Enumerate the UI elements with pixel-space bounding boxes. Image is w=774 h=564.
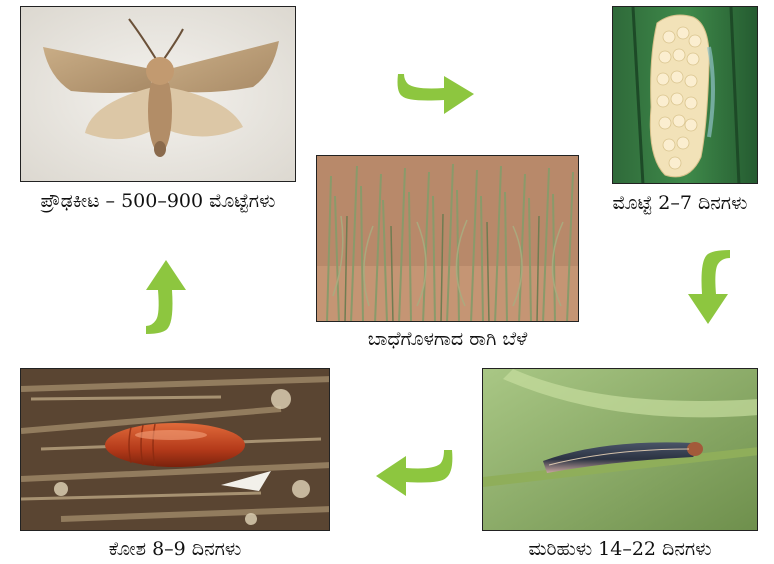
arrow-egg-to-larva	[682, 246, 734, 326]
moth-image	[21, 7, 296, 182]
arrow-adult-to-egg	[394, 70, 476, 120]
arrow-pupa-to-adult	[142, 258, 194, 338]
larva-image	[483, 369, 758, 531]
damaged-crop-photo	[316, 155, 579, 322]
curved-arrow-icon	[374, 446, 456, 500]
pupa-stage-label: ಕೋಶ 8–9 ದಿನಗಳು	[20, 538, 330, 560]
larva-stage-label: ಮರಿಹುಳು 14–22 ದಿನಗಳು	[472, 538, 768, 560]
arrow-larva-to-pupa	[374, 446, 456, 500]
curved-arrow-icon	[142, 258, 194, 338]
eggs-image	[613, 7, 758, 184]
damaged-crop-label: ಬಾಧೆಗೊಳಗಾದ ರಾಗಿ ಬೆಳೆ	[306, 328, 589, 350]
egg-mass-photo	[612, 6, 758, 184]
pupa-image	[21, 369, 330, 531]
adult-stage-label: ಪ್ರೌಢಕೀಟ – 500–900 ಮೊಟ್ಟೆಗಳು	[18, 190, 298, 212]
adult-moth-photo	[20, 6, 296, 182]
pupa-photo	[20, 368, 330, 531]
curved-arrow-icon	[682, 246, 734, 326]
larva-photo	[482, 368, 758, 531]
egg-stage-label: ಮೊಟ್ಟೆ 2–7 ದಿನಗಳು	[592, 192, 768, 214]
crop-image	[317, 156, 579, 322]
curved-arrow-icon	[394, 70, 476, 120]
